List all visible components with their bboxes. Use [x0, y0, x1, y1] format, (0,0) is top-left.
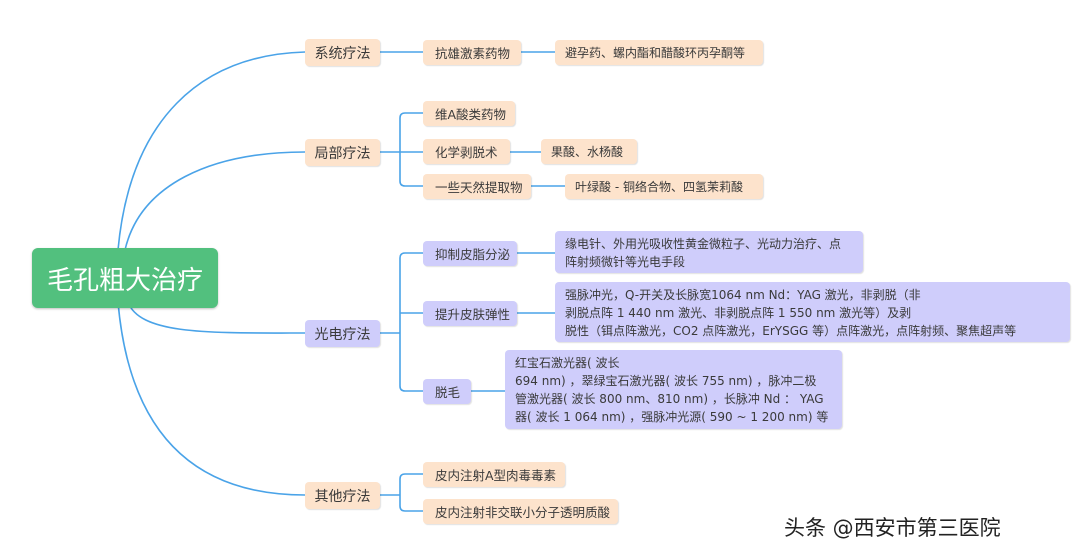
leaf-line: 694 nm) ，翠绿宝石激光器( 波长 755 nm) ，脉冲二极 — [515, 374, 817, 388]
node-antiandrogen-drugs[interactable]: 抗雄激素药物 — [423, 40, 521, 65]
branch-other-therapy[interactable]: 其他疗法 — [305, 482, 380, 509]
branch-photoelectric-therapy[interactable]: 光电疗法 — [305, 320, 380, 347]
node-improve-elasticity[interactable]: 提升皮肤弹性 — [423, 301, 517, 326]
branch-topical-therapy[interactable]: 局部疗法 — [305, 139, 380, 166]
node-suppress-sebum[interactable]: 抑制皮脂分泌 — [423, 241, 517, 266]
leaf-line: 阵射频微针等光电手段 — [565, 255, 686, 269]
leaf-antiandrogen-examples[interactable]: 避孕药、螺内酯和醋酸环丙孕酮等 — [555, 40, 763, 65]
leaf-line: 脱性（铒点阵激光，CO2 点阵激光，ErYSGG 等）点阵激光，点阵射频、聚焦超… — [565, 324, 1017, 338]
node-hyaluronic-injection[interactable]: 皮内注射非交联小分子透明质酸 — [423, 499, 618, 524]
watermark-text: 头条 @西安市第三医院 — [784, 516, 1001, 540]
leaf-line: 红宝石激光器( 波长 — [515, 356, 620, 370]
node-retinoids[interactable]: 维A酸类药物 — [423, 101, 515, 126]
leaf-line: 器( 波长 1 064 nm) ，强脉冲光源( 590 ~ 1 200 nm) … — [515, 410, 829, 424]
leaf-chemical-peel-acids[interactable]: 果酸、水杨酸 — [541, 139, 637, 164]
leaf-line: 剥脱点阵 1 440 nm 激光、非剥脱点阵 1 550 nm 激光等）及剥 — [565, 306, 912, 320]
root-node[interactable]: 毛孔粗大治疗 — [32, 248, 218, 308]
leaf-line: 管激光器( 波长 800 nm、810 nm) ，长脉冲 Nd ： YAG — [515, 392, 824, 406]
branch-systemic-therapy[interactable]: 系统疗法 — [305, 39, 380, 66]
node-chemical-peel[interactable]: 化学剥脱术 — [423, 139, 510, 164]
node-hair-removal[interactable]: 脱毛 — [423, 379, 471, 404]
node-natural-extracts[interactable]: 一些天然提取物 — [423, 174, 531, 199]
leaf-suppress-sebum-methods[interactable]: 缘电针、外用光吸收性黄金微粒子、光动力治疗、点 阵射频微针等光电手段 — [555, 231, 863, 273]
leaf-improve-elasticity-methods[interactable]: 强脉冲光，Q-开关及长脉宽1064 nm Nd：YAG 激光，非剥脱（非 剥脱点… — [555, 282, 1070, 342]
leaf-hair-removal-lasers[interactable]: 红宝石激光器( 波长 694 nm) ，翠绿宝石激光器( 波长 755 nm) … — [505, 350, 842, 429]
leaf-line: 缘电针、外用光吸收性黄金微粒子、光动力治疗、点 — [565, 237, 842, 251]
leaf-natural-extracts-examples[interactable]: 叶绿酸 - 铜络合物、四氢茉莉酸 — [565, 174, 763, 199]
leaf-line: 强脉冲光，Q-开关及长脉宽1064 nm Nd：YAG 激光，非剥脱（非 — [565, 288, 921, 302]
node-botulinum-injection[interactable]: 皮内注射A型肉毒毒素 — [423, 462, 565, 487]
